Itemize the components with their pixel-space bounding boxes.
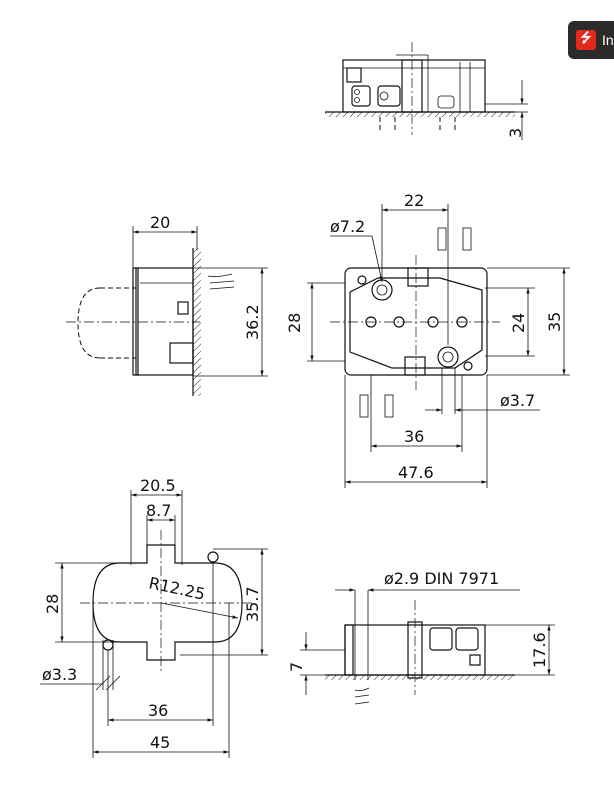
cutout-dim-36: 36 bbox=[148, 701, 168, 720]
cutout-dim-20-5: 20.5 bbox=[140, 476, 176, 495]
cutout-radius: R12.25 bbox=[147, 573, 207, 603]
cutout-dim-35-7: 35.7 bbox=[243, 586, 262, 622]
front-view: 22 ø7.2 28 24 ø3.7 35 ø3.7 36 47.6 bbox=[285, 191, 570, 488]
front-dim-35-label: 35 bbox=[545, 312, 564, 332]
front-dia-7-2: ø7.2 bbox=[330, 217, 365, 236]
bottom-dia-din: ø2.9 DIN 7971 bbox=[384, 569, 499, 588]
front-dim-24: 24 bbox=[509, 313, 528, 333]
cutout-view: 20.5 8.7 R12.25 28 35.7 ø3.3 36 45 bbox=[40, 476, 268, 758]
open-pdf-button[interactable]: ⭍ In bbox=[568, 21, 614, 59]
bottom-view: ø2.9 DIN 7971 7 17.6 bbox=[287, 569, 555, 705]
pdf-icon: ⭍ bbox=[576, 30, 596, 50]
front-dim-36: 36 bbox=[404, 427, 424, 446]
front-dim-22: 22 bbox=[404, 191, 424, 210]
top-view: 3 bbox=[325, 42, 528, 140]
cutout-dim-8-7: 8.7 bbox=[146, 501, 171, 520]
side-dim-36-2: 36.2 bbox=[243, 304, 262, 340]
bottom-dim-17-6: 17.6 bbox=[530, 632, 549, 668]
cutout-dim-28: 28 bbox=[43, 594, 62, 614]
top-dim-3: 3 bbox=[506, 128, 525, 138]
front-dim-47-6: 47.6 bbox=[398, 463, 434, 482]
cutout-dim-45: 45 bbox=[150, 733, 170, 752]
side-view: 20 36.2 bbox=[66, 213, 268, 396]
front-dia-3-7: ø3.7 bbox=[500, 391, 535, 410]
front-dim-28: 28 bbox=[285, 313, 304, 333]
side-dim-20: 20 bbox=[150, 213, 170, 232]
open-pdf-label: In bbox=[602, 32, 614, 48]
cutout-dia-3-3: ø3.3 bbox=[42, 665, 77, 684]
bottom-dim-7: 7 bbox=[287, 662, 306, 672]
